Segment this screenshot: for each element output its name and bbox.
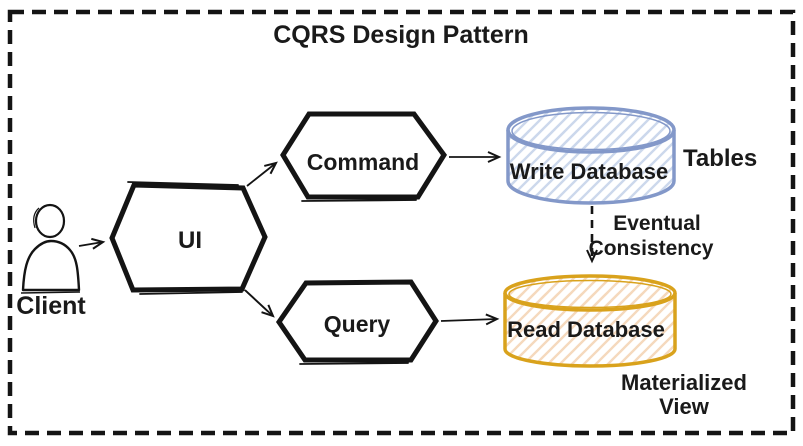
read-database-label: Read Database (507, 317, 665, 342)
write-database-cylinder-top (506, 106, 676, 154)
command-hexagon (280, 111, 448, 200)
command-node: Command (280, 111, 448, 202)
arrow-query-to-read-db (440, 313, 500, 326)
ui-hexagon-overdraw-top (127, 181, 239, 186)
eventual-consistency-label-line1: Eventual (613, 212, 701, 235)
ui-hexagon-overdraw-bottom (139, 291, 243, 295)
read-database-cylinder-body (503, 293, 677, 368)
write-database-cylinder-top-overdraw (511, 111, 671, 151)
tables-annotation: Tables (683, 145, 757, 172)
materialized-view-label-line1: Materialized (621, 370, 747, 395)
arrow-client-to-ui (78, 237, 106, 250)
client-person-icon-body-overdraw (20, 291, 81, 294)
query-node: Query (275, 279, 439, 365)
arrow-ui-to-command (246, 161, 278, 187)
read-database-node: Read Database (503, 274, 677, 368)
client-node: Client (16, 203, 86, 320)
materialized-view-label-line2: View (659, 394, 710, 419)
query-label: Query (324, 311, 391, 337)
command-label: Command (307, 149, 419, 175)
client-person-icon-head (34, 203, 66, 239)
read-database-cylinder-top (503, 274, 677, 312)
ui-node: UI (109, 181, 268, 295)
client-person-icon-body (21, 239, 81, 292)
client-label: Client (16, 292, 86, 320)
read-database-cylinder-top-overdraw (508, 279, 672, 309)
query-hexagon-overdraw-bottom (299, 362, 409, 365)
command-hexagon-overdraw-bottom (301, 199, 417, 202)
arrow-ui-to-query-overdraw (240, 286, 269, 313)
ui-label: UI (178, 227, 202, 254)
client-person-icon-head-overdraw (33, 207, 40, 229)
query-hexagon (275, 279, 439, 363)
diagram-dashed-border (7, 9, 796, 436)
eventual-consistency-label-line2: Consistency (589, 237, 714, 260)
write-database-label: Write Database (510, 159, 669, 184)
diagram-title: CQRS Design Pattern (273, 21, 529, 49)
ui-hexagon (109, 182, 268, 293)
write-database-node: Write Database (506, 106, 676, 205)
